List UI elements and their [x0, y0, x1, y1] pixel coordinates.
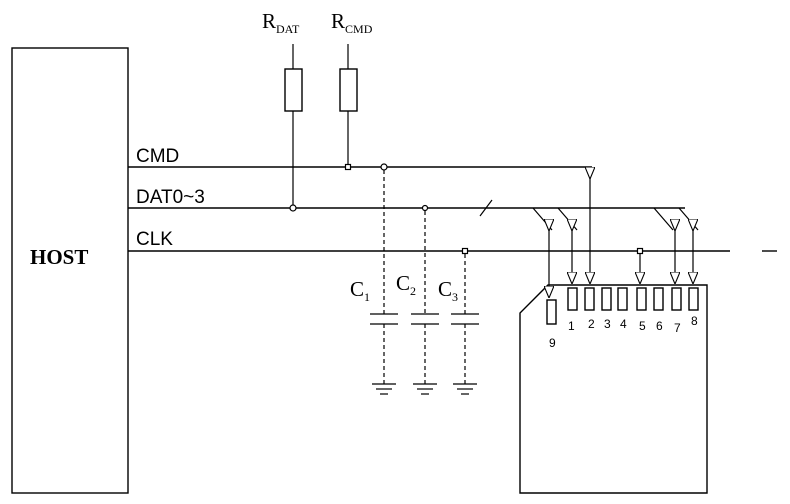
dat-tap-slash-2 — [557, 207, 578, 231]
capacitor-c1: C1 — [350, 163, 398, 395]
c3-label: C3 — [438, 277, 458, 304]
pin-label-9: 9 — [549, 336, 556, 350]
pin-label-4: 4 — [620, 317, 627, 331]
resistor-rcmd: RCMD — [331, 9, 373, 171]
c1-label: C1 — [350, 277, 370, 304]
dat-bus-slash — [479, 199, 493, 217]
dat-signal-label: DAT0~3 — [136, 187, 205, 208]
rcmd-label: RCMD — [331, 9, 373, 36]
pin-label-1: 1 — [568, 319, 575, 333]
pin-label-7: 7 — [674, 321, 681, 335]
capacitor-c2: C2 — [396, 204, 439, 395]
dat-tap-slash-4 — [678, 207, 699, 231]
sd-card-outline — [519, 284, 708, 494]
dat-tap-slash-3 — [653, 207, 674, 231]
dat-tap-slash-1 — [532, 207, 553, 231]
rdat-label: RDAT — [262, 9, 300, 36]
capacitor-c3: C3 — [438, 247, 479, 395]
c2-label: C2 — [396, 271, 416, 298]
clk-signal-label: CLK — [136, 229, 173, 250]
resistor-rdat: RDAT — [262, 9, 303, 212]
pin-label-6: 6 — [656, 319, 663, 333]
host-label: HOST — [30, 245, 88, 269]
pin-label-8: 8 — [691, 314, 698, 328]
pin-label-3: 3 — [604, 317, 611, 331]
cmd-signal-label: CMD — [136, 146, 179, 167]
pin-label-5: 5 — [639, 319, 646, 333]
clk-pin5-connection — [638, 247, 643, 284]
card-contact-pads — [546, 287, 699, 325]
host-block — [11, 47, 129, 494]
pin-label-2: 2 — [588, 317, 595, 331]
